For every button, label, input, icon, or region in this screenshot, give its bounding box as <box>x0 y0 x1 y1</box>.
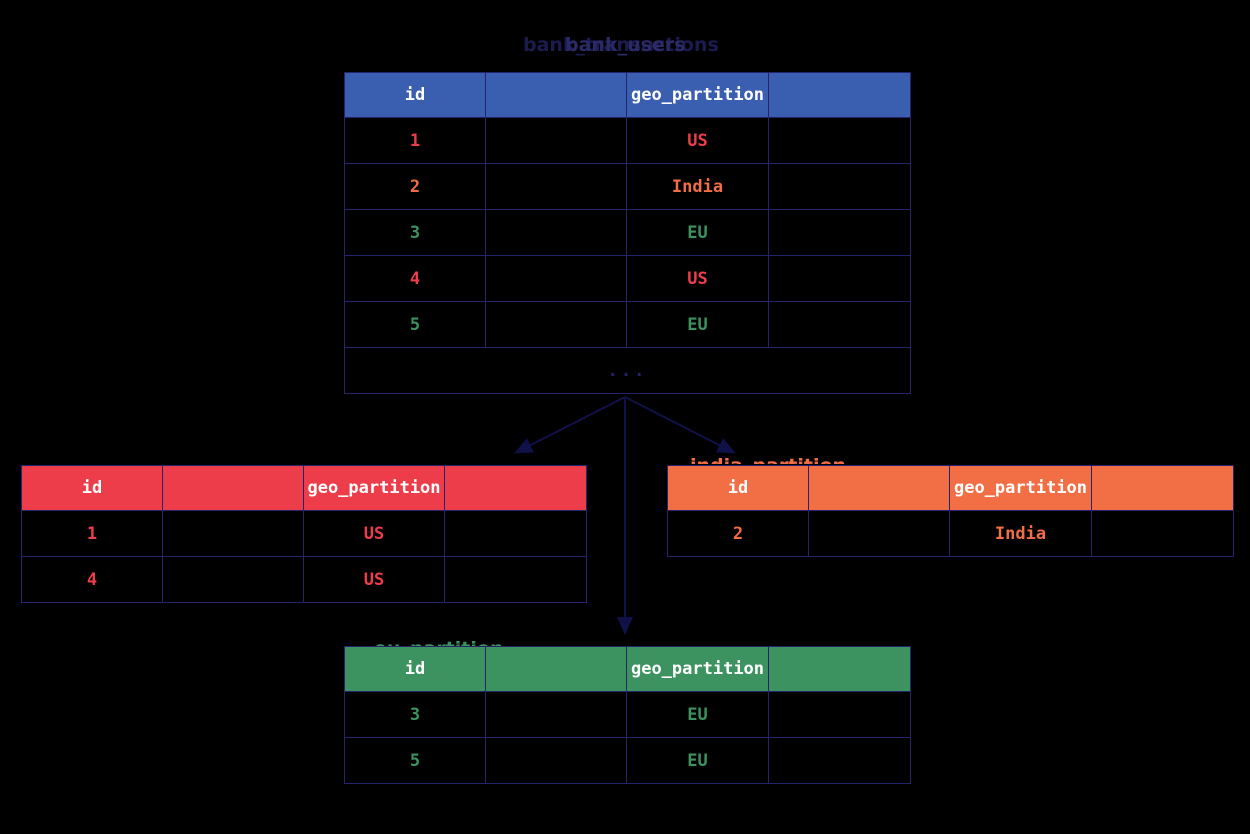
table-row: 2 India <box>344 163 911 210</box>
arrow-to-india-partition <box>624 396 736 454</box>
table-us-partition: id geo_partition 1 US 4 US <box>21 465 587 603</box>
column-header-blank-2 <box>1091 465 1234 511</box>
cell-blank-1 <box>485 209 627 256</box>
cell-geo-partition: India <box>949 510 1092 557</box>
column-header-geo-partition: geo_partition <box>626 72 769 118</box>
overflow-ellipsis: ... <box>344 347 911 394</box>
cell-blank-1 <box>485 255 627 302</box>
column-header-blank-2 <box>444 465 587 511</box>
column-header-blank-1 <box>162 465 304 511</box>
cell-id: 3 <box>344 691 486 738</box>
table-row: 1 US <box>344 117 911 164</box>
table-row: 3 EU <box>344 209 911 256</box>
column-header-blank-1 <box>485 646 627 692</box>
cell-geo-partition: US <box>626 255 769 302</box>
table-row: 4 US <box>344 255 911 302</box>
cell-geo-partition: EU <box>626 691 769 738</box>
column-header-blank-2 <box>768 646 911 692</box>
column-header-geo-partition: geo_partition <box>303 465 445 511</box>
cell-blank-1 <box>485 737 627 784</box>
cell-id: 2 <box>344 163 486 210</box>
cell-blank-1 <box>485 301 627 348</box>
table-row: 3 EU <box>344 691 911 738</box>
cell-blank-1 <box>485 691 627 738</box>
cell-blank-2 <box>768 737 911 784</box>
table-row: 5 EU <box>344 301 911 348</box>
cell-geo-partition: US <box>626 117 769 164</box>
india-partition-caption: india_partition <box>690 457 1070 464</box>
column-header-id: id <box>344 72 486 118</box>
cell-id: 4 <box>21 556 163 603</box>
cell-geo-partition: India <box>626 163 769 210</box>
cell-id: 1 <box>344 117 486 164</box>
cell-blank-1 <box>162 556 304 603</box>
eu-partition-caption: eu_partition <box>374 640 754 647</box>
main-table-title-primary: bank_transactions <box>523 34 719 56</box>
cell-blank-1 <box>808 510 950 557</box>
table-header-row: id geo_partition <box>21 465 587 511</box>
column-header-geo-partition: geo_partition <box>949 465 1092 511</box>
cell-geo-partition: EU <box>626 209 769 256</box>
arrow-to-us-partition <box>514 396 626 454</box>
cell-blank-2 <box>444 510 587 557</box>
cell-blank-2 <box>768 209 911 256</box>
table-eu-partition: id geo_partition 3 EU 5 EU <box>344 646 911 784</box>
column-header-blank-1 <box>485 72 627 118</box>
table-overflow-row: ... <box>344 347 911 394</box>
cell-geo-partition: US <box>303 510 445 557</box>
table-header-row: id geo_partition <box>344 72 911 118</box>
cell-blank-2 <box>444 556 587 603</box>
cell-id: 2 <box>667 510 809 557</box>
table-row: 1 US <box>21 510 587 557</box>
column-header-blank-2 <box>768 72 911 118</box>
cell-blank-1 <box>162 510 304 557</box>
cell-geo-partition: EU <box>626 737 769 784</box>
cell-id: 3 <box>344 209 486 256</box>
table-india-partition: id geo_partition 2 India <box>667 465 1234 557</box>
table-header-row: id geo_partition <box>667 465 1234 511</box>
column-header-geo-partition: geo_partition <box>626 646 769 692</box>
cell-geo-partition: EU <box>626 301 769 348</box>
cell-id: 1 <box>21 510 163 557</box>
table-row: 5 EU <box>344 737 911 784</box>
cell-blank-2 <box>768 117 911 164</box>
cell-blank-1 <box>485 117 627 164</box>
column-header-id: id <box>344 646 486 692</box>
cell-blank-2 <box>768 691 911 738</box>
cell-blank-2 <box>768 301 911 348</box>
cell-blank-2 <box>768 255 911 302</box>
table-header-row: id geo_partition <box>344 646 911 692</box>
column-header-id: id <box>21 465 163 511</box>
column-header-id: id <box>667 465 809 511</box>
table-row: 2 India <box>667 510 1234 557</box>
cell-blank-1 <box>485 163 627 210</box>
cell-id: 5 <box>344 737 486 784</box>
table-bank-transactions: id geo_partition 1 US 2 India 3 <box>344 72 911 394</box>
cell-blank-2 <box>1091 510 1234 557</box>
column-header-blank-1 <box>808 465 950 511</box>
main-table-title-secondary: bank_users <box>565 34 686 56</box>
cell-id: 4 <box>344 255 486 302</box>
table-row: 4 US <box>21 556 587 603</box>
cell-geo-partition: US <box>303 556 445 603</box>
cell-blank-2 <box>768 163 911 210</box>
cell-id: 5 <box>344 301 486 348</box>
